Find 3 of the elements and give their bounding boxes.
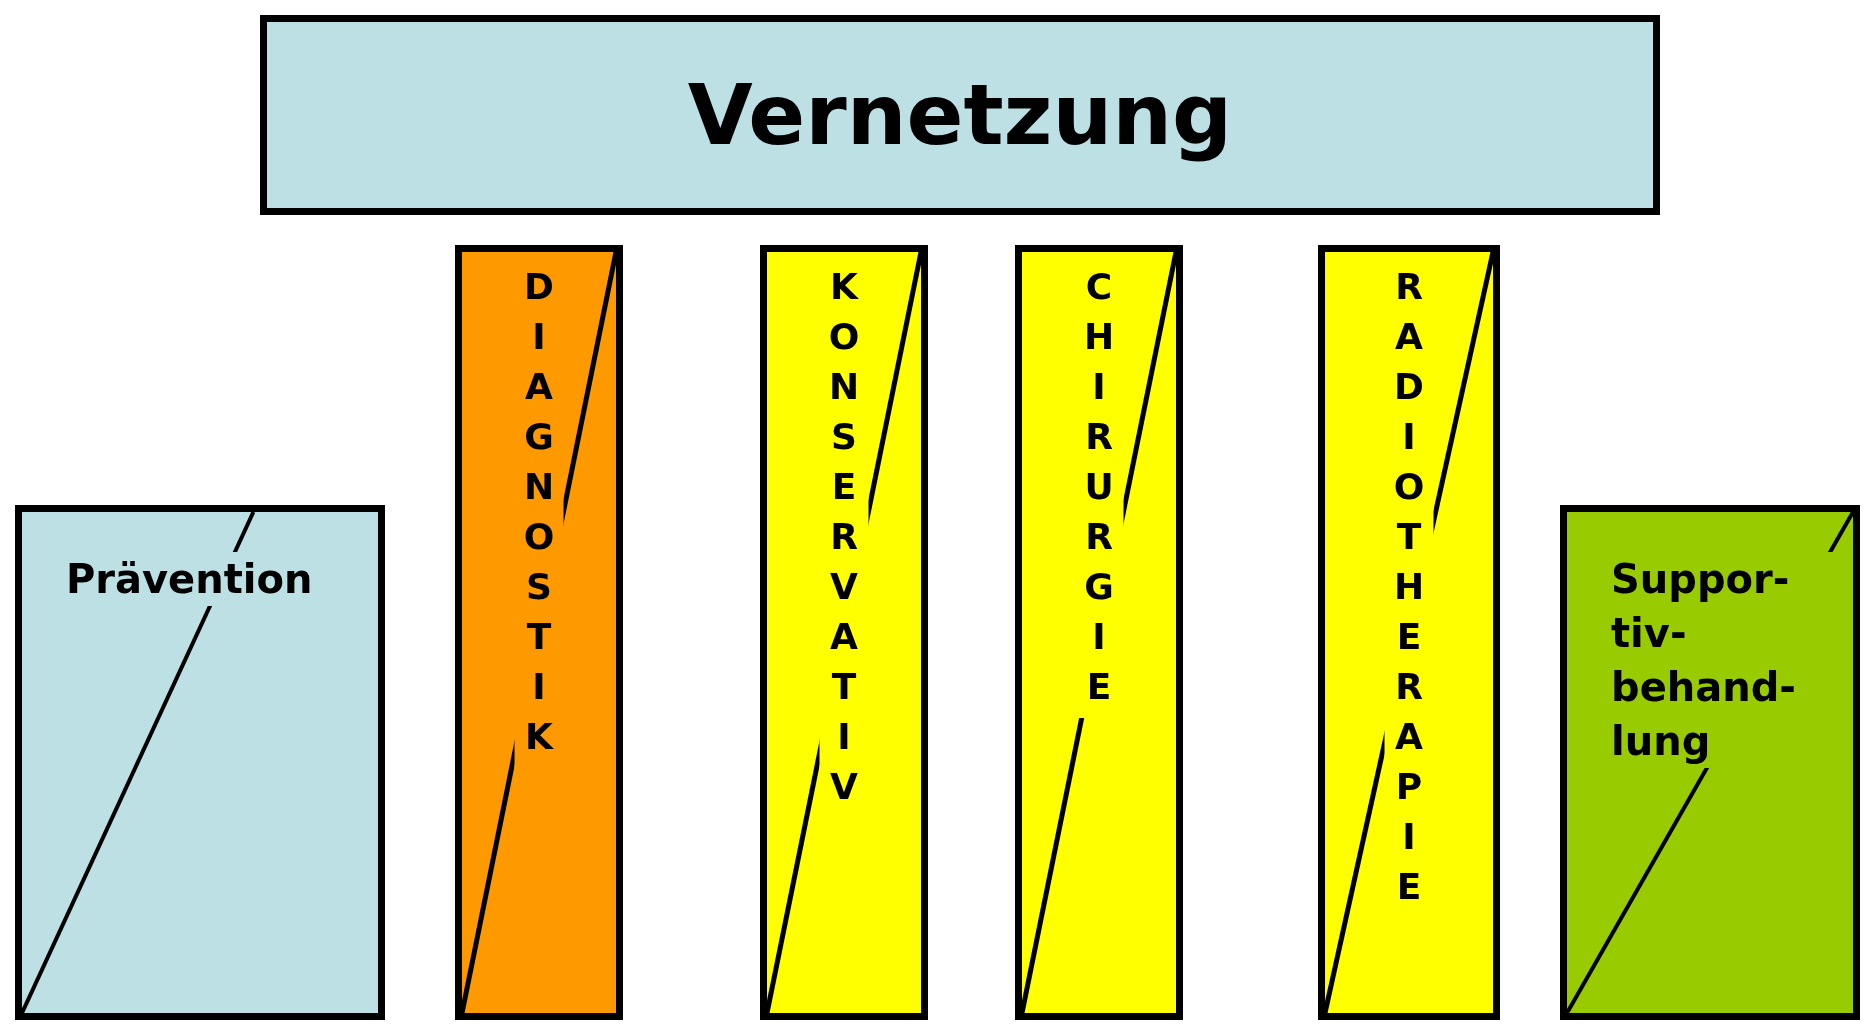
prevention-box: [15, 505, 385, 1020]
network-band: [260, 15, 1660, 215]
band-title: Vernetzung: [686, 66, 1234, 164]
